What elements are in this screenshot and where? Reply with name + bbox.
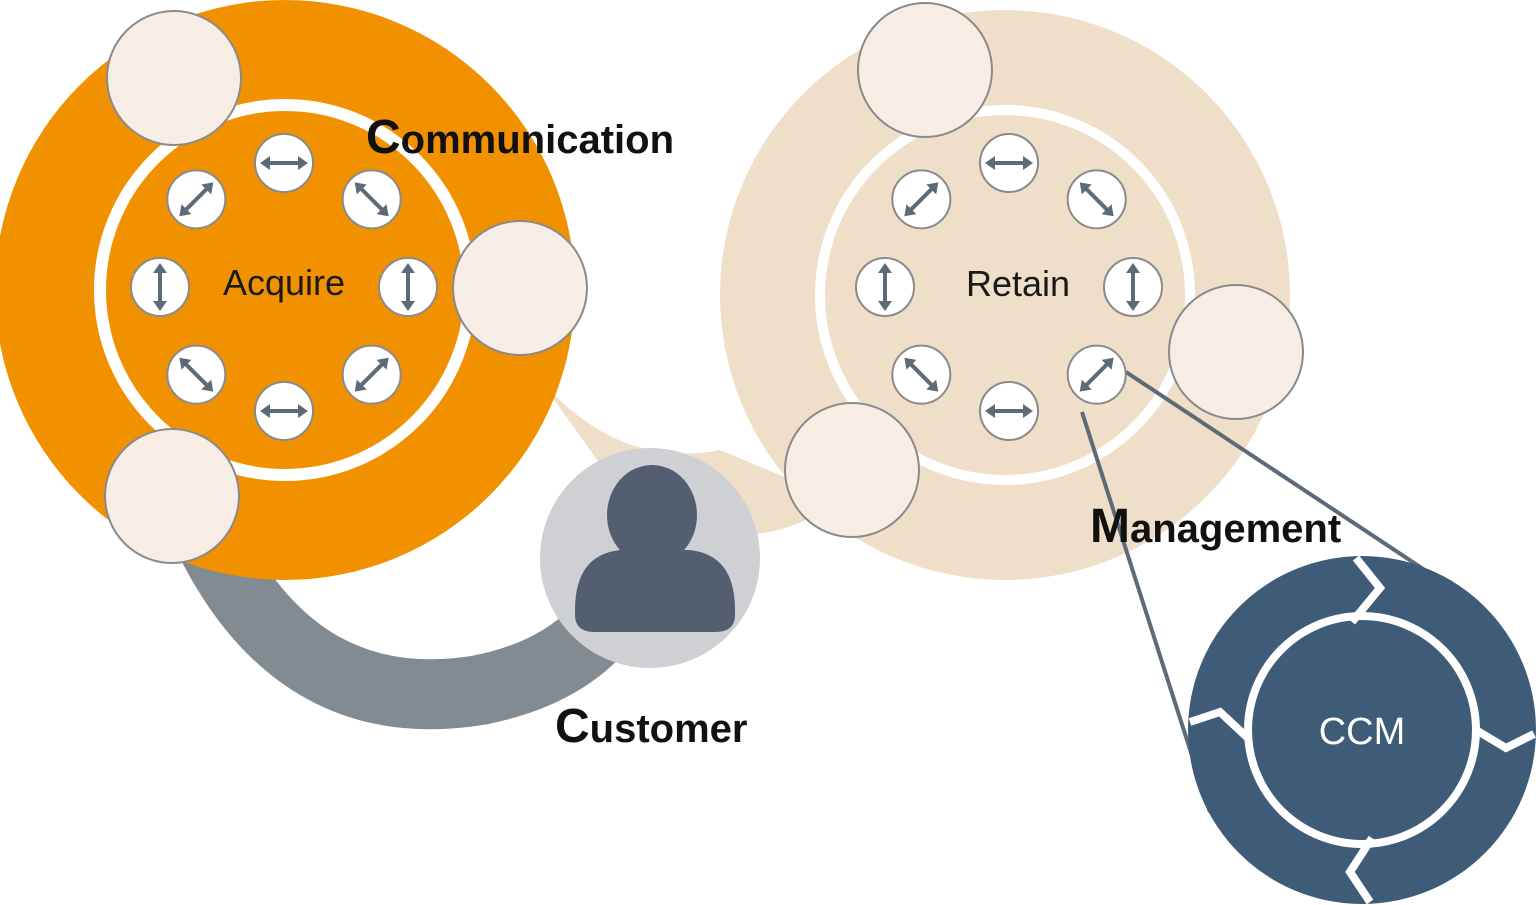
satellite-circle: [857, 2, 993, 138]
double-arrow-icon: [891, 344, 952, 405]
communication-rest: ommunication: [401, 118, 674, 162]
double-arrow-icon: [855, 257, 915, 317]
double-arrow-icon: [1103, 257, 1163, 317]
satellite-circle: [1168, 284, 1304, 420]
satellite-circle: [784, 402, 920, 538]
double-arrow-icon: [166, 344, 227, 405]
double-arrow-icon: [891, 169, 952, 230]
double-arrow-icon: [979, 381, 1039, 441]
double-arrow-icon: [1066, 169, 1127, 230]
satellite-circle: [106, 10, 242, 146]
satellite-circle: [104, 428, 240, 564]
ccm-wheel: [1188, 555, 1536, 905]
double-arrow-icon: [378, 257, 438, 317]
customer-avatar: [540, 448, 760, 668]
customer-rest: ustomer: [590, 707, 748, 751]
acquire-label: Acquire: [223, 262, 345, 303]
wheel-segment-divider: [1188, 707, 1253, 743]
customer-label: Customer: [555, 700, 747, 753]
communication-label: Communication: [366, 111, 674, 164]
arrow-nodes: [130, 133, 1163, 441]
customer-initial: C: [555, 700, 590, 753]
customer-connector-arc: [178, 523, 651, 730]
double-arrow-icon: [166, 169, 227, 230]
management-label: Management: [1090, 500, 1341, 553]
double-arrow-icon: [341, 169, 402, 230]
acquire-satellites: [104, 10, 588, 564]
communication-initial: C: [366, 111, 401, 164]
retain-label: Retain: [966, 263, 1070, 304]
double-arrow-icon: [979, 133, 1039, 193]
retain-satellites: [784, 2, 1304, 538]
double-arrow-icon: [341, 344, 402, 405]
double-arrow-icon: [254, 133, 314, 193]
wheel-segment-divider: [1348, 555, 1386, 625]
double-arrow-icon: [130, 257, 190, 317]
double-arrow-icon: [1066, 344, 1127, 405]
wheel-segment-divider: [1473, 726, 1536, 753]
management-rest: anagement: [1130, 507, 1341, 551]
satellite-circle: [452, 220, 588, 356]
double-arrow-icon: [254, 381, 314, 441]
ccm-label: CCM: [1319, 711, 1406, 753]
management-initial: M: [1090, 500, 1130, 553]
wheel-segment-divider: [1345, 835, 1376, 905]
person-icon: [575, 465, 735, 632]
